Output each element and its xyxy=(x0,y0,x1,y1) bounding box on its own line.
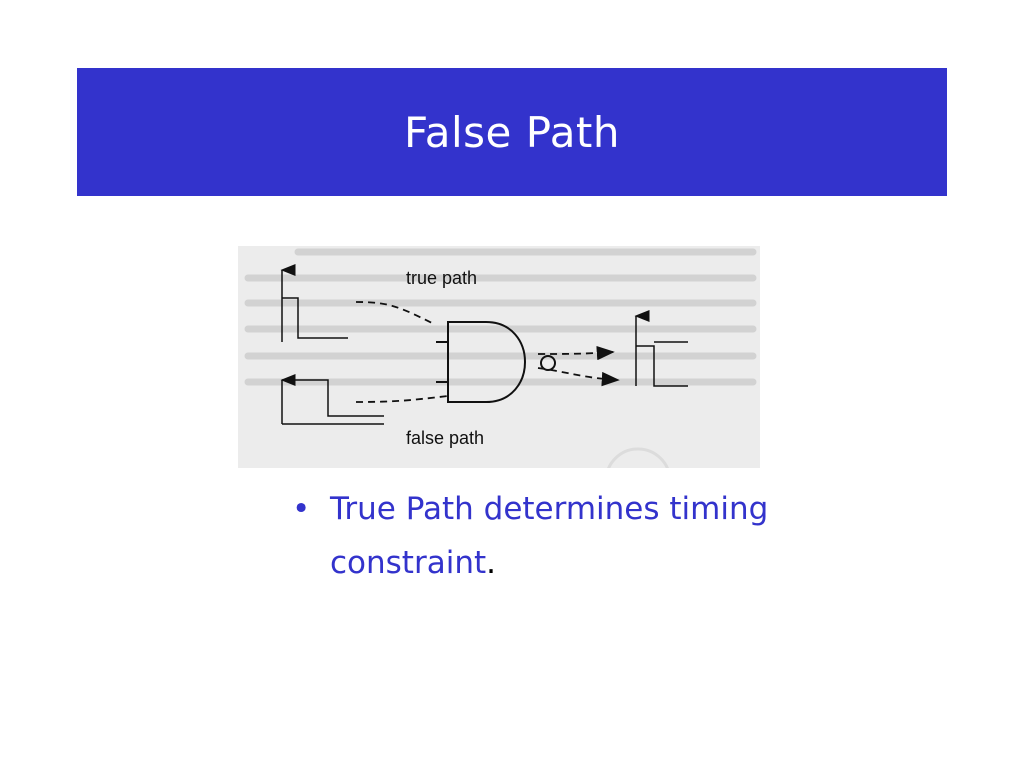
slide-title: False Path xyxy=(403,107,621,157)
signal-paths xyxy=(355,301,620,403)
title-bar: False Path xyxy=(77,68,947,196)
upper-input-waveform xyxy=(280,264,348,342)
output-waveform xyxy=(634,310,688,387)
lower-input-waveform xyxy=(280,374,384,425)
nand-gate xyxy=(436,321,556,403)
bleed-through-texture xyxy=(244,248,757,386)
diagram-svg: true path false path xyxy=(238,246,760,468)
inverter-bubble xyxy=(540,355,556,371)
bleed-circle xyxy=(607,447,669,468)
bullet-marker: • xyxy=(292,491,311,527)
bullet-list: • True Path determines timing constraint… xyxy=(290,482,790,590)
bullet-period: . xyxy=(486,545,496,581)
true-path-label: true path xyxy=(406,268,477,288)
false-path-label: false path xyxy=(406,428,484,448)
false-path-diagram: true path false path xyxy=(238,246,760,468)
bullet-text: True Path determines timing constraint xyxy=(330,491,769,581)
bullet-item: • True Path determines timing constraint… xyxy=(290,482,790,590)
